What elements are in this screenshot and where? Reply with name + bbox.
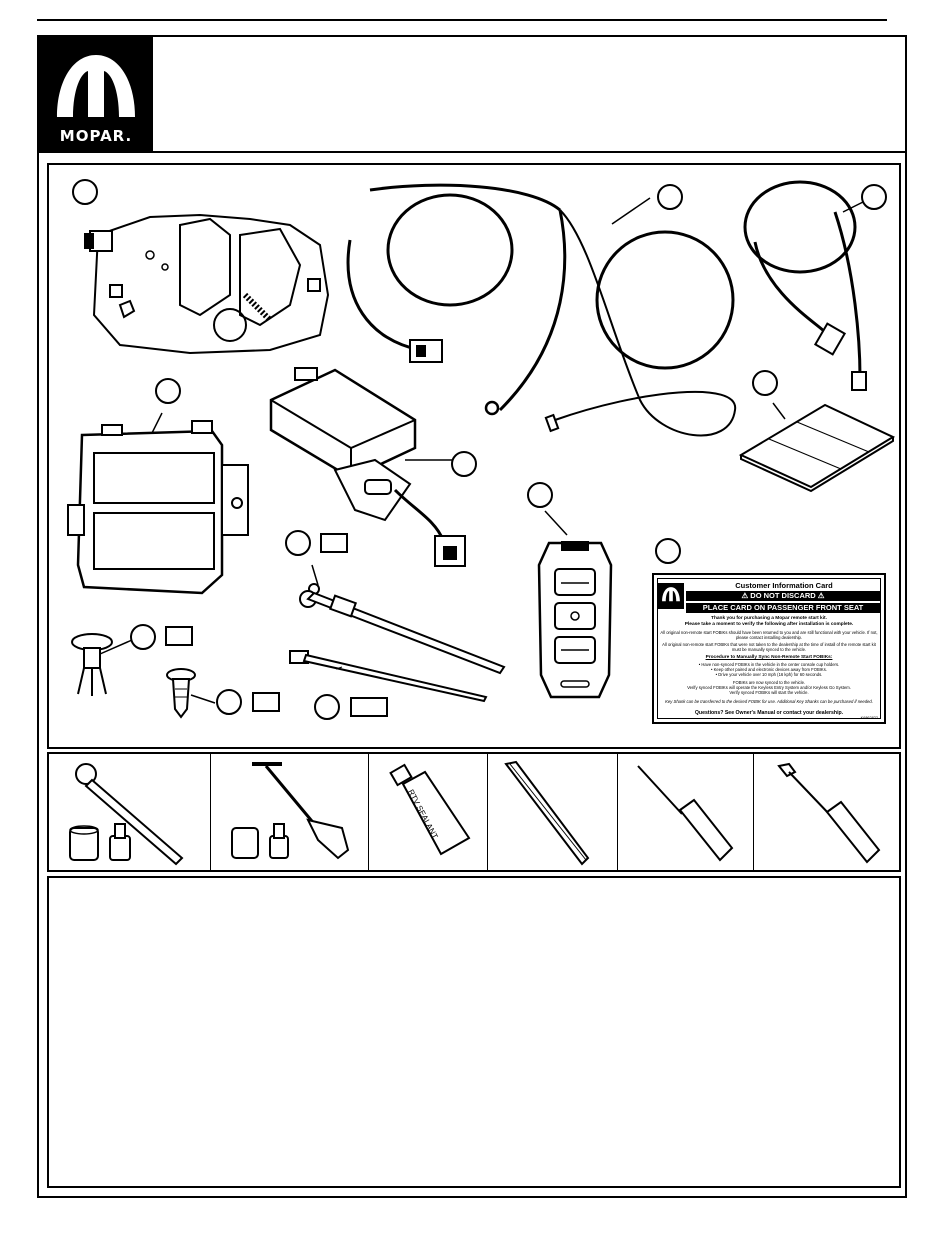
card-questions: Questions? See Owner's Manual or contact… [694, 710, 844, 716]
callout-remote-start-module [451, 451, 477, 477]
card-after-1: FOBIKs are now synced to the vehicle. [732, 680, 806, 685]
hood-latch-illustration [84, 213, 330, 355]
card-border [657, 578, 881, 719]
card-step-3: • Drive your vehicle over 10 mph (16 kph… [715, 672, 823, 677]
card-procedure-title: Procedure to Manually Sync Non-Remote St… [705, 655, 833, 660]
top-rule [37, 19, 887, 21]
card-mopar-logo [658, 583, 684, 609]
mopar-logo: MOPAR. [39, 37, 153, 151]
notes-panel [47, 876, 901, 1188]
torque-wrench-icon [231, 762, 350, 860]
screwdriver-icon [637, 765, 734, 862]
small-cable-illustration [743, 180, 867, 391]
key-fob-illustration [537, 510, 613, 699]
card-code: K6862822 [860, 716, 878, 720]
tool-cell-screwdriver [618, 754, 754, 870]
brand-name: MOPAR. [59, 127, 133, 145]
trim-stick-icon [504, 760, 590, 866]
callout-tree-clip [216, 689, 242, 715]
callout-customer-card [655, 538, 681, 564]
control-module-illustration [67, 412, 249, 595]
card-after-3: Verify synced FOBIKs will start the vehi… [729, 690, 809, 695]
customer-information-card: Customer Information Card ⚠ DO NOT DISCA… [652, 573, 886, 724]
trim-panel-tool-icon [777, 762, 881, 864]
header-band [37, 35, 907, 153]
card-mopar-m-icon [662, 587, 680, 602]
push-pin-clip-illustration [71, 633, 133, 696]
tools-panel [47, 752, 901, 872]
remote-start-module-illustration [269, 367, 466, 567]
rtv-sealant-tube-icon [389, 763, 471, 856]
callout-control-module [155, 378, 181, 404]
christmas-tree-clip-illustration [166, 668, 216, 719]
card-step-2: • Keep other paired and electronic devic… [711, 667, 827, 672]
callout-push-pin [130, 624, 156, 650]
callout-foam-pad [752, 370, 778, 396]
page-frame [37, 35, 907, 1198]
mopar-m-icon [57, 55, 135, 117]
callout-cable-tie [314, 694, 340, 720]
card-title: Customer Information Card [735, 581, 833, 590]
card-verify: Please take a moment to verify the follo… [684, 622, 854, 627]
callout-hood-latch [72, 179, 98, 205]
card-thank-you: Thank you for purchasing a Mopar remote … [711, 616, 827, 621]
callout-cable-tie-mount [285, 530, 311, 556]
card-place-card: PLACE CARD ON PASSENGER FRONT SEAT [686, 603, 880, 613]
wire-harness-illustration [346, 183, 737, 437]
cable-tie-illustration [289, 650, 488, 703]
tool-cell-trim-stick [488, 754, 618, 870]
qty-box-cable-tie-mount [320, 533, 348, 553]
card-after-2: Verify synced FOBIKs will operate the Ke… [687, 685, 851, 690]
callout-small-cable [861, 184, 887, 210]
card-step-1: • Have non-synced FOBIKs in the vehicle … [698, 662, 840, 667]
cable-tie-mount-illustration [299, 564, 506, 675]
callout-wire-harness [657, 184, 683, 210]
tool-cell-ratchet [49, 754, 211, 870]
qty-box-tree-clip [252, 692, 280, 712]
ratchet-icon [69, 763, 184, 866]
tool-cell-torque-wrench [211, 754, 369, 870]
card-para1: All original non-remote start FOBIKs sho… [660, 630, 878, 640]
qty-box-cable-tie [350, 697, 388, 717]
callout-key-fob [527, 482, 553, 508]
parts-panel [47, 163, 901, 749]
tool-cell-rtv-sealant [369, 754, 488, 870]
card-key-shank: Key Shank can be transferred to the desi… [665, 699, 873, 704]
qty-box-push-pin [165, 626, 193, 646]
card-do-not-discard: ⚠ DO NOT DISCARD ⚠ [686, 591, 880, 601]
foam-pad-illustration [738, 402, 896, 493]
card-para2: All original non-remote start FOBIKs tha… [662, 642, 876, 652]
